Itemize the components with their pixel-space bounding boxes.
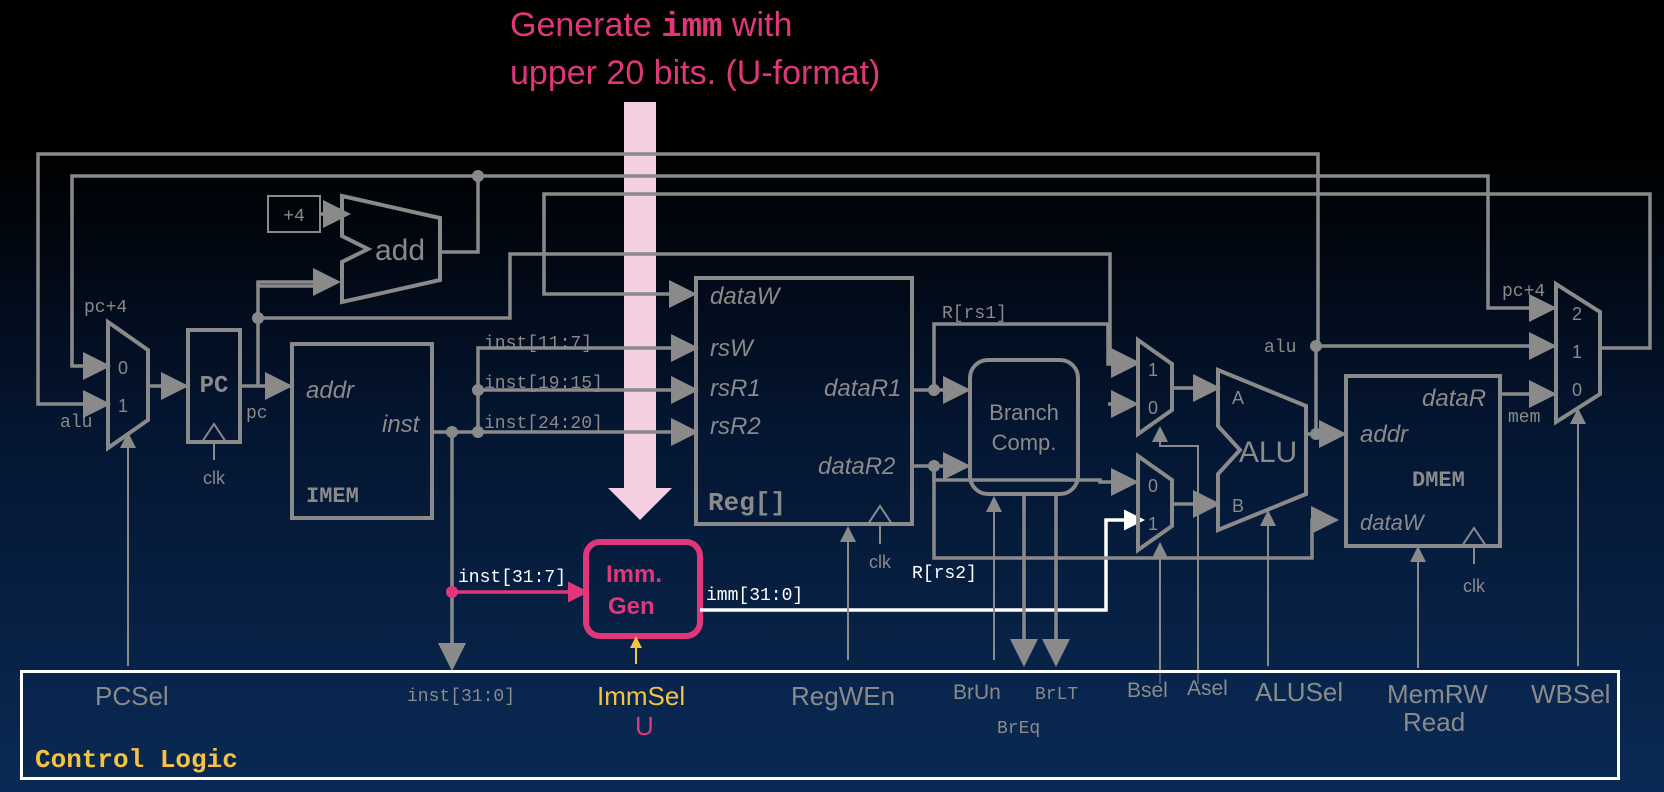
bsel-label: Bsel bbox=[1127, 679, 1168, 702]
brlt-label: BrLT bbox=[1035, 685, 1079, 705]
svg-text:DMEM: DMEM bbox=[1412, 468, 1465, 493]
wbsel-label: WBSel bbox=[1531, 679, 1611, 709]
svg-text:PC: PC bbox=[200, 373, 229, 400]
r-rs2-label: R[rs2] bbox=[912, 564, 977, 584]
inst-31-7-label: inst[31:7] bbox=[458, 568, 566, 588]
r-rs1-label: R[rs1] bbox=[942, 304, 1007, 324]
pc-plus4-label-left: pc+4 bbox=[84, 298, 127, 318]
svg-text:1: 1 bbox=[1148, 514, 1158, 534]
svg-text:inst: inst bbox=[382, 411, 421, 438]
inst-31-0-label: inst[31:0] bbox=[407, 687, 516, 707]
svg-text:rsR1: rsR1 bbox=[710, 375, 761, 402]
a-mux: 1 0 bbox=[1108, 336, 1174, 438]
svg-text:Comp.: Comp. bbox=[992, 430, 1057, 455]
svg-text:dataW: dataW bbox=[710, 283, 782, 310]
instruction-bus bbox=[432, 334, 699, 671]
headline-line2: upper 20 bits. (U-format) bbox=[510, 54, 880, 92]
svg-text:1: 1 bbox=[1148, 360, 1158, 380]
inst-field-rs1: inst[19:15] bbox=[484, 374, 603, 394]
svg-text:clk: clk bbox=[203, 468, 226, 488]
b-mux: 0 1 bbox=[1136, 452, 1174, 554]
svg-text:Branch: Branch bbox=[989, 400, 1059, 425]
mem-wire-label: mem bbox=[1508, 408, 1540, 428]
svg-text:add: add bbox=[375, 234, 425, 267]
feedback-wires bbox=[36, 152, 1652, 418]
svg-text:2: 2 bbox=[1572, 304, 1582, 324]
alu-label-left: alu bbox=[60, 413, 92, 433]
alu: A B ALU bbox=[1216, 367, 1308, 666]
highlight-down-arrow bbox=[608, 102, 672, 520]
pc-register: PC clk bbox=[186, 328, 242, 488]
svg-text:clk: clk bbox=[1463, 576, 1486, 596]
svg-text:IMEM: IMEM bbox=[306, 484, 359, 509]
svg-text:B: B bbox=[1232, 496, 1244, 516]
svg-text:Reg[]: Reg[] bbox=[708, 488, 786, 518]
svg-text:dataR: dataR bbox=[1422, 385, 1486, 412]
imem: addr inst IMEM bbox=[290, 342, 434, 520]
svg-text:0: 0 bbox=[118, 358, 128, 378]
svg-text:rsR2: rsR2 bbox=[710, 413, 761, 440]
immsel-value: U bbox=[635, 711, 654, 741]
svg-text:dataR2: dataR2 bbox=[818, 453, 895, 480]
svg-text:dataR1: dataR1 bbox=[824, 375, 901, 402]
svg-text:ALU: ALU bbox=[1239, 436, 1297, 469]
svg-text:1: 1 bbox=[118, 396, 128, 416]
memrw-value: Read bbox=[1403, 707, 1466, 737]
imm-gen: Imm. Gen bbox=[583, 539, 703, 639]
svg-text:0: 0 bbox=[1572, 380, 1582, 400]
memrw-label: MemRW bbox=[1387, 679, 1488, 709]
svg-text:Imm.: Imm. bbox=[606, 561, 662, 588]
pc-adder: +4 add bbox=[267, 193, 442, 305]
svg-text:addr: addr bbox=[1360, 421, 1409, 448]
alu-label-right: alu bbox=[1264, 338, 1296, 358]
svg-text:dataW: dataW bbox=[1360, 510, 1426, 535]
pc-plus4-label-right: pc+4 bbox=[1502, 282, 1545, 302]
pc-wire-label: pc bbox=[246, 404, 268, 424]
svg-text:Gen: Gen bbox=[608, 593, 655, 620]
inst-to-immgen-path bbox=[446, 581, 589, 603]
svg-text:addr: addr bbox=[306, 377, 355, 404]
svg-text:0: 0 bbox=[1148, 398, 1158, 418]
svg-text:clk: clk bbox=[869, 552, 892, 572]
imm-path bbox=[700, 509, 1145, 612]
alusel-label: ALUSel bbox=[1255, 677, 1344, 707]
dmem: dataR addr DMEM dataW clk bbox=[1344, 374, 1502, 668]
svg-text:0: 0 bbox=[1148, 476, 1158, 496]
regwen-label: RegWEn bbox=[791, 681, 896, 711]
wb-mux: 2 1 0 bbox=[1554, 280, 1602, 666]
asel-label: Asel bbox=[1187, 677, 1228, 700]
branch-comparator: Branch Comp. bbox=[968, 358, 1080, 667]
svg-text:A: A bbox=[1232, 388, 1244, 408]
register-file: dataW rsW rsR1 rsR2 dataR1 dataR2 Reg[] … bbox=[694, 276, 914, 660]
brun-label: BrUn bbox=[953, 681, 1001, 704]
svg-text:+4: +4 bbox=[283, 207, 305, 227]
inst-field-rs2: inst[24:20] bbox=[484, 414, 603, 434]
control-logic: Control Logic PCSel inst[31:0] ImmSel U … bbox=[20, 670, 1620, 780]
inst-field-rd: inst[11:7] bbox=[484, 334, 592, 354]
imm-wire-label: imm[31:0] bbox=[706, 586, 803, 606]
immsel-label: ImmSel bbox=[597, 681, 686, 711]
regfile-outputs bbox=[912, 322, 1339, 560]
svg-text:rsW: rsW bbox=[710, 335, 755, 362]
pc-mux: 0 1 bbox=[106, 318, 150, 452]
headline-line1: Generate imm with bbox=[510, 6, 792, 47]
pcsel-label: PCSel bbox=[95, 681, 169, 711]
breq-label: BrEq bbox=[997, 719, 1041, 739]
svg-text:1: 1 bbox=[1572, 342, 1582, 362]
control-logic-title: Control Logic bbox=[35, 745, 238, 775]
